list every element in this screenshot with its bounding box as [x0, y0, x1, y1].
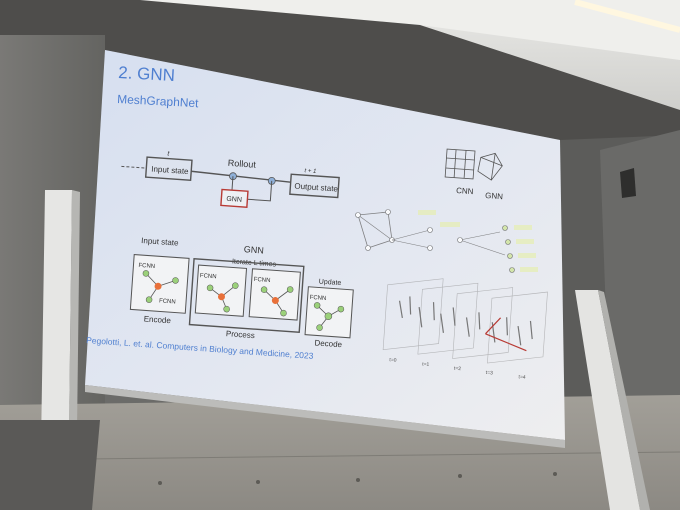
- pipeline-gnn-title: GNN: [244, 244, 265, 255]
- t-label: t: [167, 151, 170, 158]
- t-next-label: t + 1: [304, 168, 316, 175]
- wall-speaker: [620, 168, 636, 198]
- cnn-label: CNN: [456, 186, 474, 196]
- right-post-shade: [598, 290, 650, 510]
- process-box-2: [248, 268, 301, 321]
- concrete-hole: [256, 480, 260, 484]
- red-edge: [485, 333, 527, 352]
- time-label: t=3: [486, 370, 494, 376]
- concrete-hole: [553, 472, 557, 476]
- red-edge: [485, 317, 502, 335]
- process-label: Process: [226, 329, 255, 340]
- pipeline-update: Update: [319, 278, 342, 287]
- time-label: t=4: [518, 374, 526, 380]
- pipeline-diagram: Input state GNN Iterate L times Update F…: [129, 236, 354, 349]
- encode-node-center: [154, 282, 162, 290]
- pipeline-input-state: Input state: [141, 236, 179, 248]
- upper-wall: [0, 0, 680, 150]
- rollout-diagram: Input state t Rollout GNN Output state t…: [121, 151, 340, 208]
- rollout-title: Rollout: [228, 158, 257, 170]
- mesh-graph-diagram: [355, 209, 538, 273]
- process-box-1: [194, 264, 248, 317]
- left-foreground: [0, 420, 100, 510]
- decode-box: [304, 286, 354, 339]
- right-wall-panel: [600, 130, 680, 425]
- fcnn-label: FCNN: [309, 295, 326, 302]
- process-outer-box: [188, 257, 305, 333]
- fcnn-label: FCNN: [200, 273, 217, 280]
- output-state-label: Output state: [294, 181, 339, 193]
- time-label: t=1: [422, 361, 430, 367]
- right-post: [575, 290, 640, 510]
- slide-subtitle: MeshGraphNet: [117, 92, 200, 110]
- decode-label: Decode: [314, 338, 343, 349]
- slide-title: 2. GNN: [118, 63, 176, 85]
- cnn-grid: [444, 148, 476, 180]
- ceiling-light: [574, 0, 680, 33]
- screen-bottom-edge: [85, 385, 565, 448]
- concrete-hole: [356, 478, 360, 482]
- input-state-label: Input state: [151, 164, 189, 176]
- time-label: t=0: [389, 357, 397, 363]
- fcnn-label: FCNN: [159, 298, 176, 305]
- input-state-box: [144, 156, 193, 181]
- time-label: t=2: [454, 366, 462, 372]
- concrete-seam: [0, 451, 680, 461]
- gnn-grid-label: GNN: [485, 191, 504, 201]
- rollout-gnn-label: GNN: [226, 196, 242, 204]
- ceiling-panel: [140, 0, 680, 60]
- fcnn-label: FCNN: [138, 263, 155, 270]
- concrete-hole: [158, 481, 162, 485]
- time-series-panels: t=0 t=1 t=2 t=3 t=4: [382, 278, 548, 381]
- projection-screen: [85, 50, 565, 440]
- fcnn-label: FCNN: [254, 277, 271, 284]
- output-state-box: [289, 173, 340, 199]
- gnn-grid: [477, 152, 503, 181]
- concrete-hole: [458, 474, 462, 478]
- rollout-gnn-box: [220, 188, 249, 208]
- encode-label: Encode: [143, 314, 171, 325]
